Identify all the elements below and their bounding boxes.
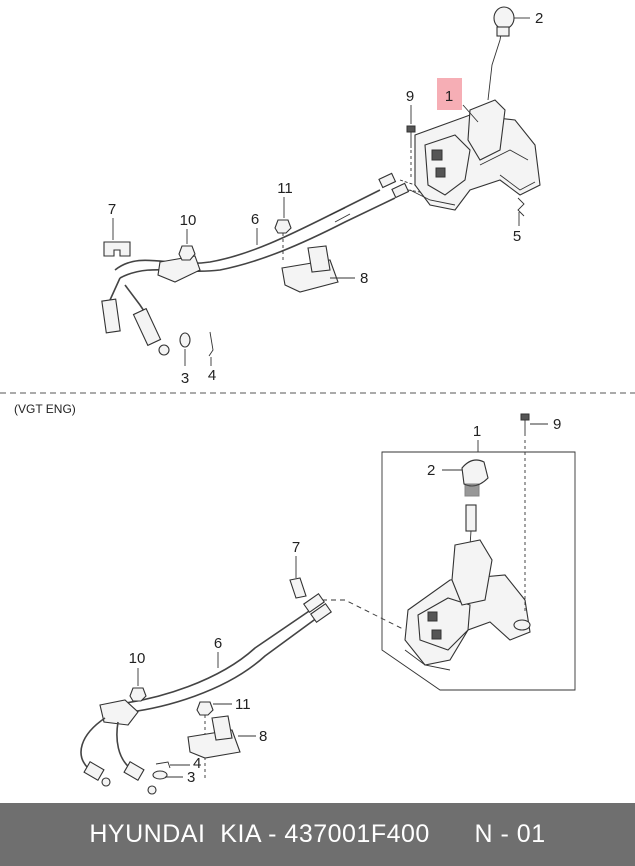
bolt-bottom — [520, 413, 530, 612]
shifter-housing-bottom — [404, 539, 531, 671]
callout-top-7: 7 — [108, 201, 116, 218]
callout-top-3: 3 — [181, 370, 189, 387]
parts-diagram: 1 2 3 4 5 6 7 8 9 10 11 (VGT ENG) — [0, 6, 635, 795]
highlight-box — [437, 78, 462, 110]
cable-plate-top — [157, 255, 201, 283]
clip7-top — [103, 241, 131, 257]
callout-bottom-7: 7 — [292, 539, 300, 556]
bottom-assembly — [80, 413, 576, 795]
footer-part-number: HYUNDAI KIA - 437001F400 — [89, 820, 430, 848]
section-label: (VGT ENG) — [14, 402, 76, 416]
callout-bottom-2: 2 — [427, 462, 435, 479]
bracket-bottom — [187, 715, 241, 759]
washer3-bottom — [152, 770, 168, 780]
callouts-bottom-group: 1 2 3 4 6 7 8 9 10 11 — [129, 416, 562, 786]
callout-top-8: 8 — [360, 270, 368, 287]
callout-top-4: 4 — [208, 367, 216, 384]
washer3-top — [179, 332, 191, 348]
cable-ends-bottom — [80, 717, 157, 795]
callout-top-9: 9 — [406, 88, 414, 105]
cable-plate-bottom — [99, 699, 139, 726]
footer-spacer — [430, 820, 475, 849]
nut10-bottom — [129, 687, 147, 702]
callouts-top-group: 1 2 3 4 5 6 7 8 9 10 11 — [108, 10, 544, 387]
callout-top-5: 5 — [513, 228, 521, 245]
pin4-top — [208, 331, 214, 357]
callout-bottom-8: 8 — [259, 728, 267, 745]
cables-top — [114, 172, 421, 279]
footer-sheet-code: N - 01 — [474, 820, 546, 848]
footer-bar: HYUNDAI KIA - 437001F400 N - 01 — [0, 803, 635, 866]
callout-bottom-9: 9 — [553, 416, 561, 433]
shift-lever-top — [487, 6, 515, 101]
callout-bottom-6: 6 — [214, 635, 222, 652]
callout-top-6: 6 — [251, 211, 259, 228]
nut10-top — [178, 245, 196, 261]
bracket-top — [281, 245, 339, 293]
callout-bottom-11: 11 — [235, 696, 251, 713]
bolt-top — [406, 125, 416, 180]
callout-top-10: 10 — [180, 212, 197, 229]
nut11-top — [274, 219, 292, 234]
clip7-bottom — [289, 577, 307, 599]
callout-bottom-1: 1 — [473, 423, 481, 440]
callout-top-2: 2 — [535, 10, 543, 27]
callout-bottom-4: 4 — [193, 755, 201, 772]
assembly-frame — [381, 451, 576, 691]
knob-bottom — [461, 459, 489, 497]
callout-top-11: 11 — [277, 180, 293, 197]
pin4-bottom — [155, 761, 171, 769]
shifter-housing-top — [409, 99, 541, 211]
nut11-bottom — [196, 701, 214, 716]
callout-top-1: 1 — [445, 88, 453, 105]
callout-bottom-3: 3 — [187, 769, 195, 786]
clip-top — [517, 197, 525, 217]
cable-ends-top — [101, 277, 170, 356]
top-assembly — [101, 6, 541, 357]
callout-bottom-10: 10 — [129, 650, 146, 667]
